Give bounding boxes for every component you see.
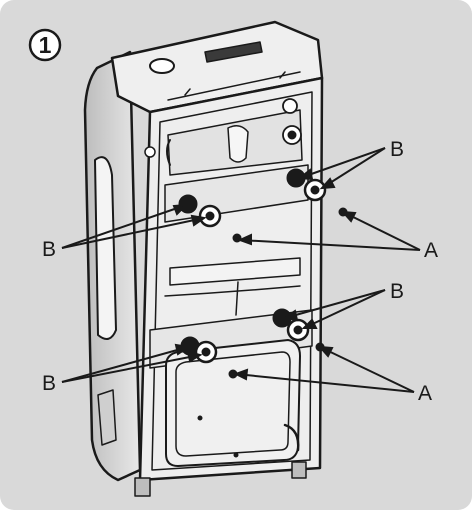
leader-lines bbox=[61, 147, 421, 393]
label-b: B bbox=[42, 372, 56, 395]
label-b: B bbox=[42, 238, 56, 261]
label-a: A bbox=[418, 382, 432, 405]
washing-machine-rear bbox=[83, 20, 324, 497]
label-b: B bbox=[390, 280, 404, 303]
callout-labels: B A B B B A bbox=[42, 138, 438, 405]
transit-bolt bbox=[272, 308, 310, 342]
label-b: B bbox=[390, 138, 404, 161]
step-number: 1 bbox=[39, 32, 52, 58]
transit-bolt bbox=[286, 168, 327, 202]
label-a: A bbox=[424, 239, 438, 262]
step-indicator: 1 bbox=[28, 28, 62, 62]
